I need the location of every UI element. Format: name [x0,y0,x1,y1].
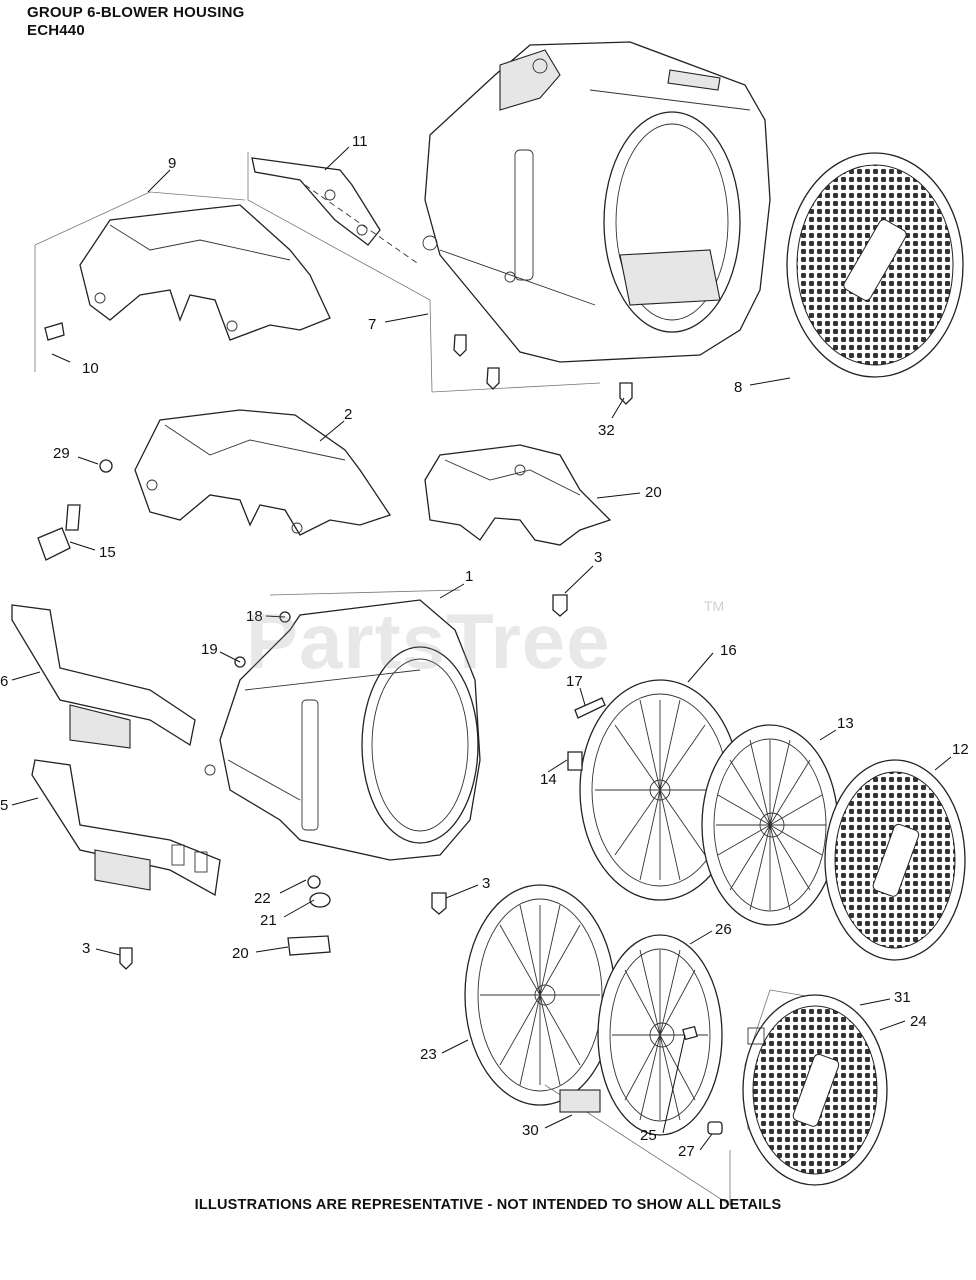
fan-screen-26 [597,934,723,1136]
callout-9: 10 [82,360,99,377]
callout-3b: 3 [482,875,490,892]
fan-screen-12 [701,724,839,926]
callout-20: 20 [645,484,662,501]
kit-box-30 [544,1084,731,1206]
callout-32: 32 [598,422,615,439]
callout-1: 1 [465,568,473,585]
callout-11: 12 [952,741,969,758]
shroud-2 [134,409,392,536]
callout-10: 11 [352,133,368,150]
callout-26: 26 [715,921,732,938]
callout-3a: 3 [594,549,602,566]
callout-17: 18 [246,608,263,625]
callout-2: 2 [344,406,352,423]
callouts: 9 11 10 7 8 32 2 29 20 15 3 1 18 19 16 1… [0,133,969,1160]
callout-13: 14 [540,771,557,788]
disclaimer-footer: ILLUSTRATIONS ARE REPRESENTATIVE - NOT I… [194,1197,782,1213]
callout-12: 13 [837,715,854,732]
grille-cover-24 [742,989,888,1186]
callout-18: 19 [201,641,218,658]
callout-8: 9 [168,155,176,172]
callout-5: 6 [0,673,8,690]
shroud-20 [424,444,612,546]
callout-21: 21 [260,912,277,929]
callout-19: 20 [232,945,249,962]
callout-6: 7 [368,316,376,333]
screen-23 [464,884,616,1106]
blower-housing-6 [247,41,771,393]
callout-15: 16 [720,642,737,659]
callout-7: 8 [734,379,742,396]
callout-24: 24 [910,1013,927,1030]
callout-31: 31 [894,989,911,1006]
blower-housing-1 [204,589,481,861]
diagram-title: GROUP 6-BLOWER HOUSING [27,4,245,21]
hardware [37,322,723,1135]
callout-3c: 3 [82,940,90,957]
bracket-4 [31,759,221,897]
bracket-5 [11,604,196,749]
watermark-trademark: TM [704,598,725,614]
callout-16: 17 [566,673,583,690]
leader-lines [11,146,952,1151]
callout-22: 22 [254,890,271,907]
callout-29: 29 [53,445,70,462]
callout-30: 30 [522,1122,539,1139]
callout-4: 5 [0,797,8,814]
callout-14: 15 [99,544,116,561]
shroud-8 [34,191,331,372]
model-number: ECH440 [27,22,85,39]
callout-27: 27 [678,1143,695,1160]
bracket-10 [251,157,421,266]
callout-25: 25 [640,1127,657,1144]
grille-cover-7 [786,152,964,378]
latch-30 [559,1089,601,1113]
callout-23: 23 [420,1046,437,1063]
grille-cover-11 [824,759,966,961]
